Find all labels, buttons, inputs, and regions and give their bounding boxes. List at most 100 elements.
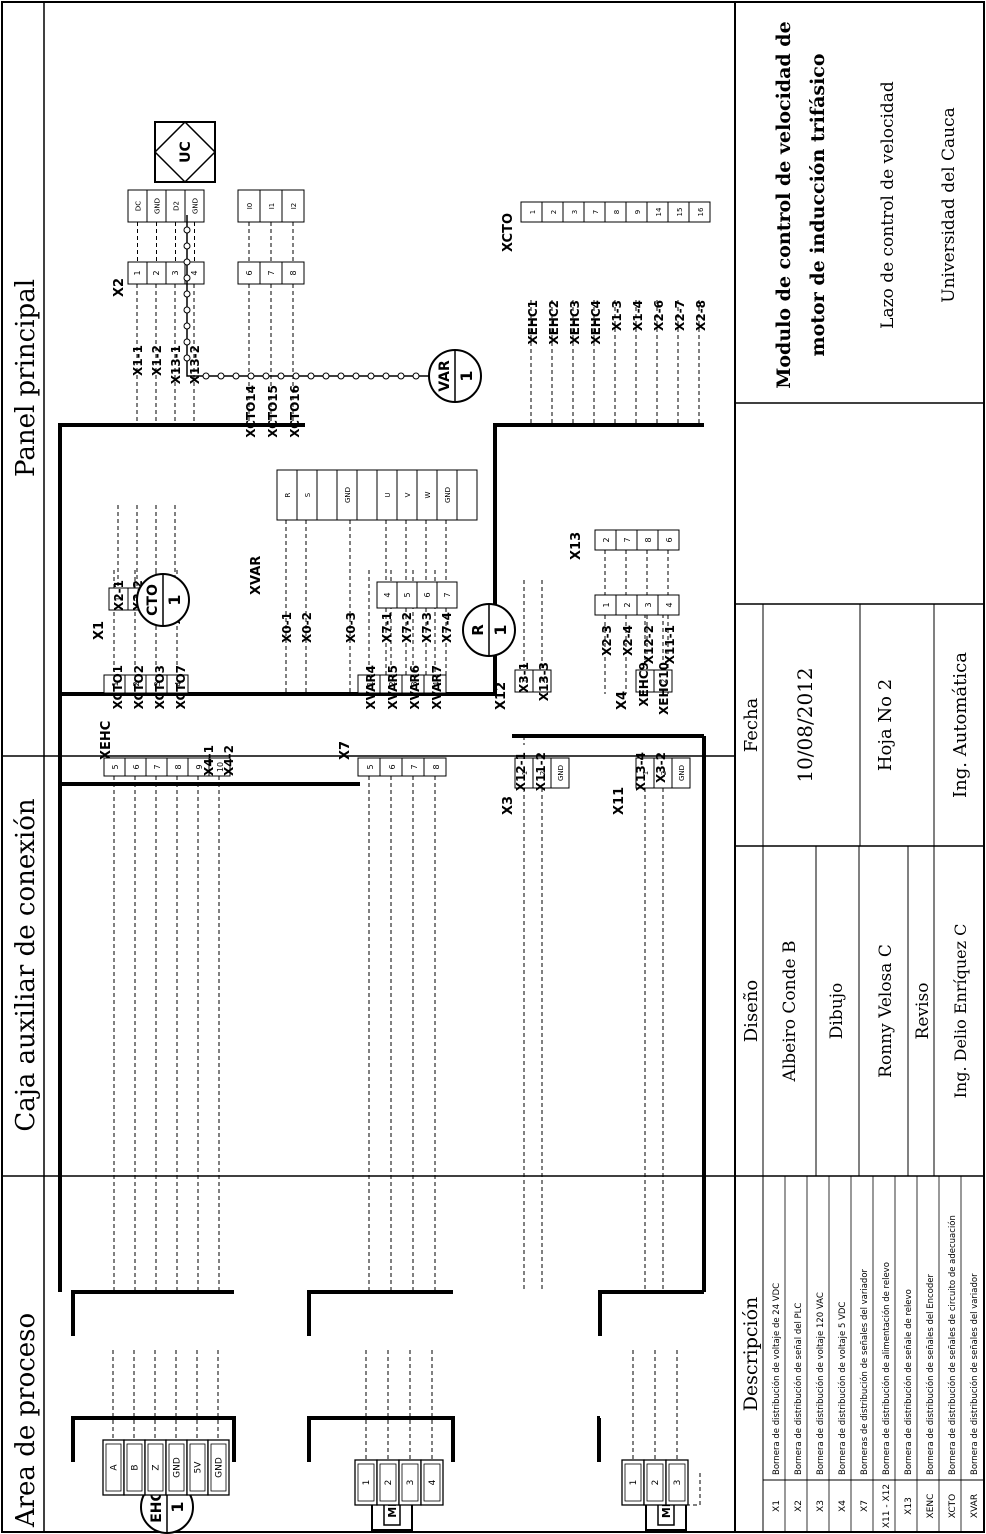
ml1-cell: 2 [384, 1480, 394, 1486]
section-title-panel-principal: Panel principal [11, 279, 41, 477]
xehc-cell: 6 [132, 764, 141, 769]
x7-cell: 8 [432, 764, 441, 769]
xcto-cell: 1 [529, 210, 537, 214]
xehc-wire-label: XCTO7 [174, 665, 188, 709]
x1-title: X1 [92, 621, 107, 640]
x13-title: X13 [569, 532, 584, 560]
x4-cell: 2 [660, 679, 668, 683]
xehc-cell: 1 [111, 681, 120, 686]
x7-cell: 2 [388, 681, 397, 686]
xvar-cell: GND [344, 487, 352, 503]
x7-cell: 7 [410, 764, 419, 769]
xehc-cell: 10 [216, 762, 225, 772]
xvar-wire-label: X7-3 [420, 612, 434, 643]
reviewer-name: Ing. Delio Enríquez C [951, 924, 970, 1099]
x13-cell: 3 [644, 602, 653, 607]
x13-wire-label: X12-2 [642, 625, 656, 664]
x2-wire-label: XCTO16 [288, 385, 302, 438]
ml1-cell: 4 [428, 1479, 438, 1485]
ml1-cell: 3 [406, 1480, 416, 1486]
xcto-cell: 15 [676, 208, 684, 217]
x7-title: X7 [338, 741, 353, 760]
date-value: 10/08/2012 [793, 667, 817, 782]
description-code: X11 - X12 [882, 1484, 892, 1528]
xcto-cell: 7 [592, 210, 600, 214]
xcto-wire-label: X2-6 [652, 300, 666, 331]
description-header: Descripción [740, 1297, 762, 1412]
x2-wire-label: X1-1 [131, 345, 145, 376]
description-text: Bornera de distribución de señale de rel… [903, 1289, 914, 1475]
xcto-wire-label: X1-4 [631, 300, 645, 331]
x12-cell: 1 [521, 679, 529, 683]
x13-wire-label: X11-1 [663, 625, 677, 664]
description-text: Bornera de distribución de voltaje de 24… [771, 1283, 782, 1475]
x2-wire-label: X13-2 [188, 345, 202, 384]
description-text: Bornera de distribución de señales del v… [969, 1273, 980, 1475]
reviso-label: Reviso [913, 983, 933, 1040]
mf1-cell: 2 [651, 1480, 661, 1486]
ehc-number: 1 [168, 1501, 187, 1512]
xehc-wire-label: XCTO1 [111, 665, 125, 709]
xvar-wire-label: X0-2 [300, 612, 314, 643]
x2-title: X2 [112, 278, 127, 297]
x3-cell: 2 [539, 771, 547, 775]
x7-wire-label: XVAR4 [364, 665, 378, 710]
description-code: XENC [926, 1494, 936, 1519]
designer-name: Albeiro Conde B [780, 941, 800, 1083]
x7-cell: 4 [432, 681, 441, 686]
xcto-wire-label: XEHC2 [547, 300, 561, 345]
xcto-cell: 16 [697, 207, 705, 216]
program-name: Ing. Automática [950, 652, 971, 798]
x2-cell: 1 [133, 270, 142, 275]
x1-cell: 1 [114, 596, 123, 601]
x4-wire-label: XEHC9 [637, 662, 651, 707]
ehc-label: EHC [149, 1491, 165, 1523]
x2-cell: 6 [245, 270, 254, 275]
fecha-label: Fecha [741, 697, 762, 752]
x2-wire-label: X13-1 [169, 345, 183, 384]
xcto-wire-label: XEHC3 [568, 300, 582, 345]
ehc-cell: B [131, 1464, 141, 1470]
xehc-cell: 2 [132, 681, 141, 686]
description-code: X4 [838, 1500, 848, 1512]
description-text: Bornera de distribución de voltaje 5 VDC [837, 1302, 848, 1475]
description-code: XCTO [948, 1494, 958, 1518]
x7-wire-label: XVAR5 [386, 665, 400, 710]
description-code: X13 [904, 1497, 914, 1515]
description-text: Bornera de distribución de alimentación … [881, 1262, 892, 1475]
uc-cell: I0 [246, 203, 254, 210]
xvar-x7-cell: 4 [383, 592, 392, 597]
xcto-cell: 9 [634, 210, 642, 214]
xehc-title: XEHC [99, 721, 114, 760]
ml1-cell: 1 [362, 1480, 372, 1486]
project-subtitle: Lazo de control de velocidad [878, 81, 898, 329]
drawer-name: Ronny Velosa C [876, 944, 896, 1078]
var-device: VAR 1 [428, 349, 482, 403]
xvar-x7-cell: 5 [403, 592, 412, 597]
x7-cell: 1 [366, 681, 375, 686]
mf1-cell: 3 [673, 1480, 683, 1486]
ehc-cell: A [110, 1464, 120, 1471]
x13-cell: 1 [602, 602, 611, 607]
xcto-terminal-block: XCTO1XEHC12XEHC23XEHC37XEHC48X1-39X1-414… [501, 201, 711, 345]
description-code: X3 [816, 1500, 826, 1512]
x2-cell: 2 [152, 270, 161, 275]
xcto-wire-label: X2-8 [694, 300, 708, 331]
description-code: X1 [772, 1500, 782, 1512]
xcto-wire-label: X1-3 [610, 300, 624, 331]
x3-cell: GND [557, 765, 565, 781]
x3-wire-label: X11-2 [534, 752, 548, 791]
xvar-wire-label: X0-1 [280, 612, 294, 643]
uc-cell: D2 [173, 201, 181, 211]
xvar-x7-cell: 6 [423, 592, 432, 597]
xvar-wire-label: X7-1 [380, 612, 394, 643]
x1-wire-label: X2-1 [112, 580, 126, 611]
xvar-x7-cell: 7 [443, 592, 452, 597]
x12-cell: 2 [539, 679, 547, 683]
